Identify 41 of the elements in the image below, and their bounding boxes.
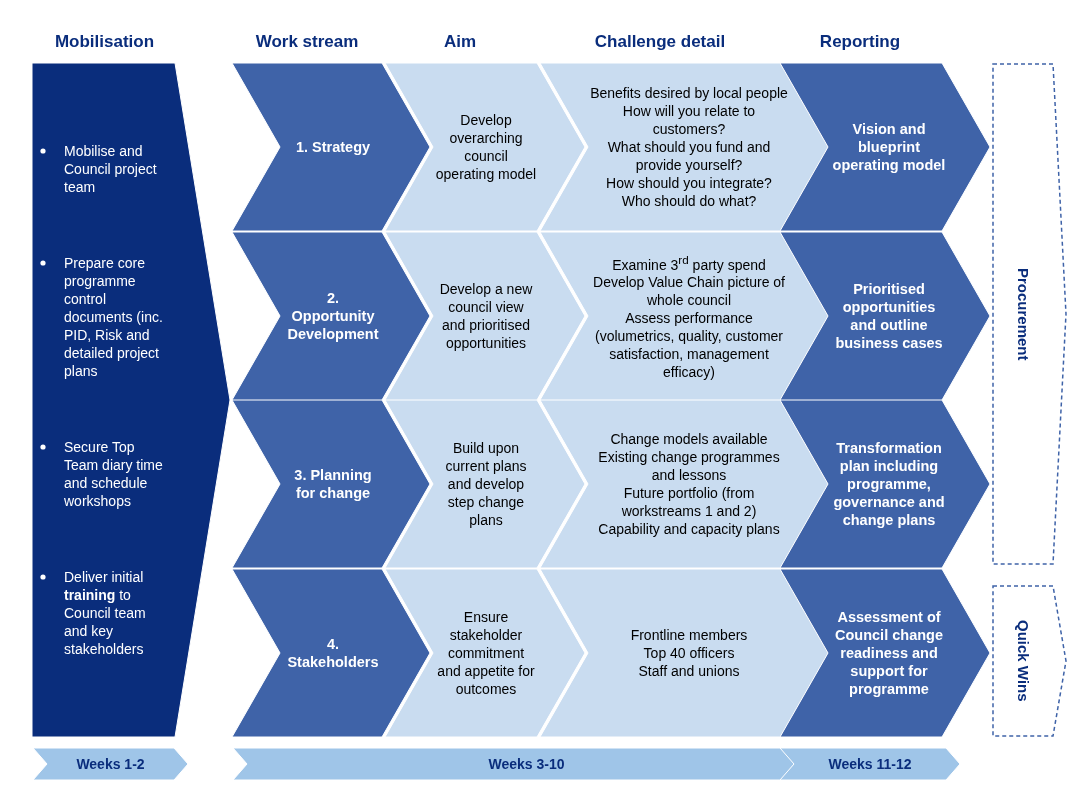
stage-title: Assessment of Council change readiness and support for programme [834, 608, 944, 698]
stage-title: 1. Strategy [295, 138, 371, 156]
stage-text: How will you relate to customers? [621, 102, 757, 138]
stage-title: Vision and blueprint operating model [831, 120, 947, 174]
stage-text: How should you integrate? [606, 174, 772, 192]
stage-text: What should you fund and provide yourself? [606, 138, 772, 174]
stage-text: Build upon current plans and develop step change plans [444, 439, 528, 529]
stage-text: Future portfolio (from workstreams 1 and 2) [620, 484, 758, 520]
stage-text: Who should do what? [621, 192, 757, 210]
timeline-label: Weeks 3-10 [488, 755, 565, 773]
timeline-label: Weeks 11-12 [828, 755, 912, 773]
column-header: Work stream [254, 32, 360, 52]
column-header: Reporting [818, 32, 902, 52]
stage-text: Examine 3$^{rd}$ party spend [612, 251, 766, 274]
stage-text: Develop a new council view and prioritised opportunities [438, 280, 534, 352]
bullet-text: Prepare core programme control documents (inc. PID, Risk and detailed project plans [64, 254, 164, 380]
stage-text: Change models available [610, 430, 768, 448]
stage-title: 2. Opportunity Development [286, 289, 380, 343]
stage-title: Prioritised opportunities and outline business cases [834, 280, 944, 352]
stage-text: Staff and unions [638, 662, 740, 680]
stage-title: Transformation plan including programme, governance and change plans [832, 439, 946, 529]
stage-text: Capability and capacity plans [598, 520, 780, 538]
bullet-text: Deliver initial training to Council team and key stakeholders [64, 568, 147, 658]
stage-title: 3. Planning for change [293, 466, 373, 502]
timeline-label: Weeks 1-2 [76, 755, 145, 773]
stage-text: Existing change programmes and lessons [597, 448, 781, 484]
stage-text: Develop Value Chain picture of whole council [592, 273, 786, 310]
column-header: Mobilisation [53, 32, 156, 52]
bullet-text: Mobilise and Council project team [64, 142, 158, 196]
stage-title: 4. Stakeholders [286, 635, 380, 671]
stage-text: Top 40 officers [643, 644, 735, 662]
column-header: Challenge detail [593, 32, 727, 52]
column-header: Aim [442, 32, 478, 52]
side-title: Procurement [1013, 267, 1032, 361]
stage-text: Develop overarching council operating model [435, 111, 537, 183]
stage-text: Assess performance (volumetrics, quality, customer satisfaction, management efficacy) [594, 309, 784, 382]
bullet-text: Secure Top Team diary time and schedule workshops [64, 438, 164, 510]
stage-text: Frontline members [630, 626, 748, 644]
stage-text: Benefits desired by local people [590, 84, 788, 102]
side-title: Quick Wins [1013, 620, 1032, 702]
stage-text: Ensure stakeholder commitment and appetite for outcomes [436, 608, 536, 698]
